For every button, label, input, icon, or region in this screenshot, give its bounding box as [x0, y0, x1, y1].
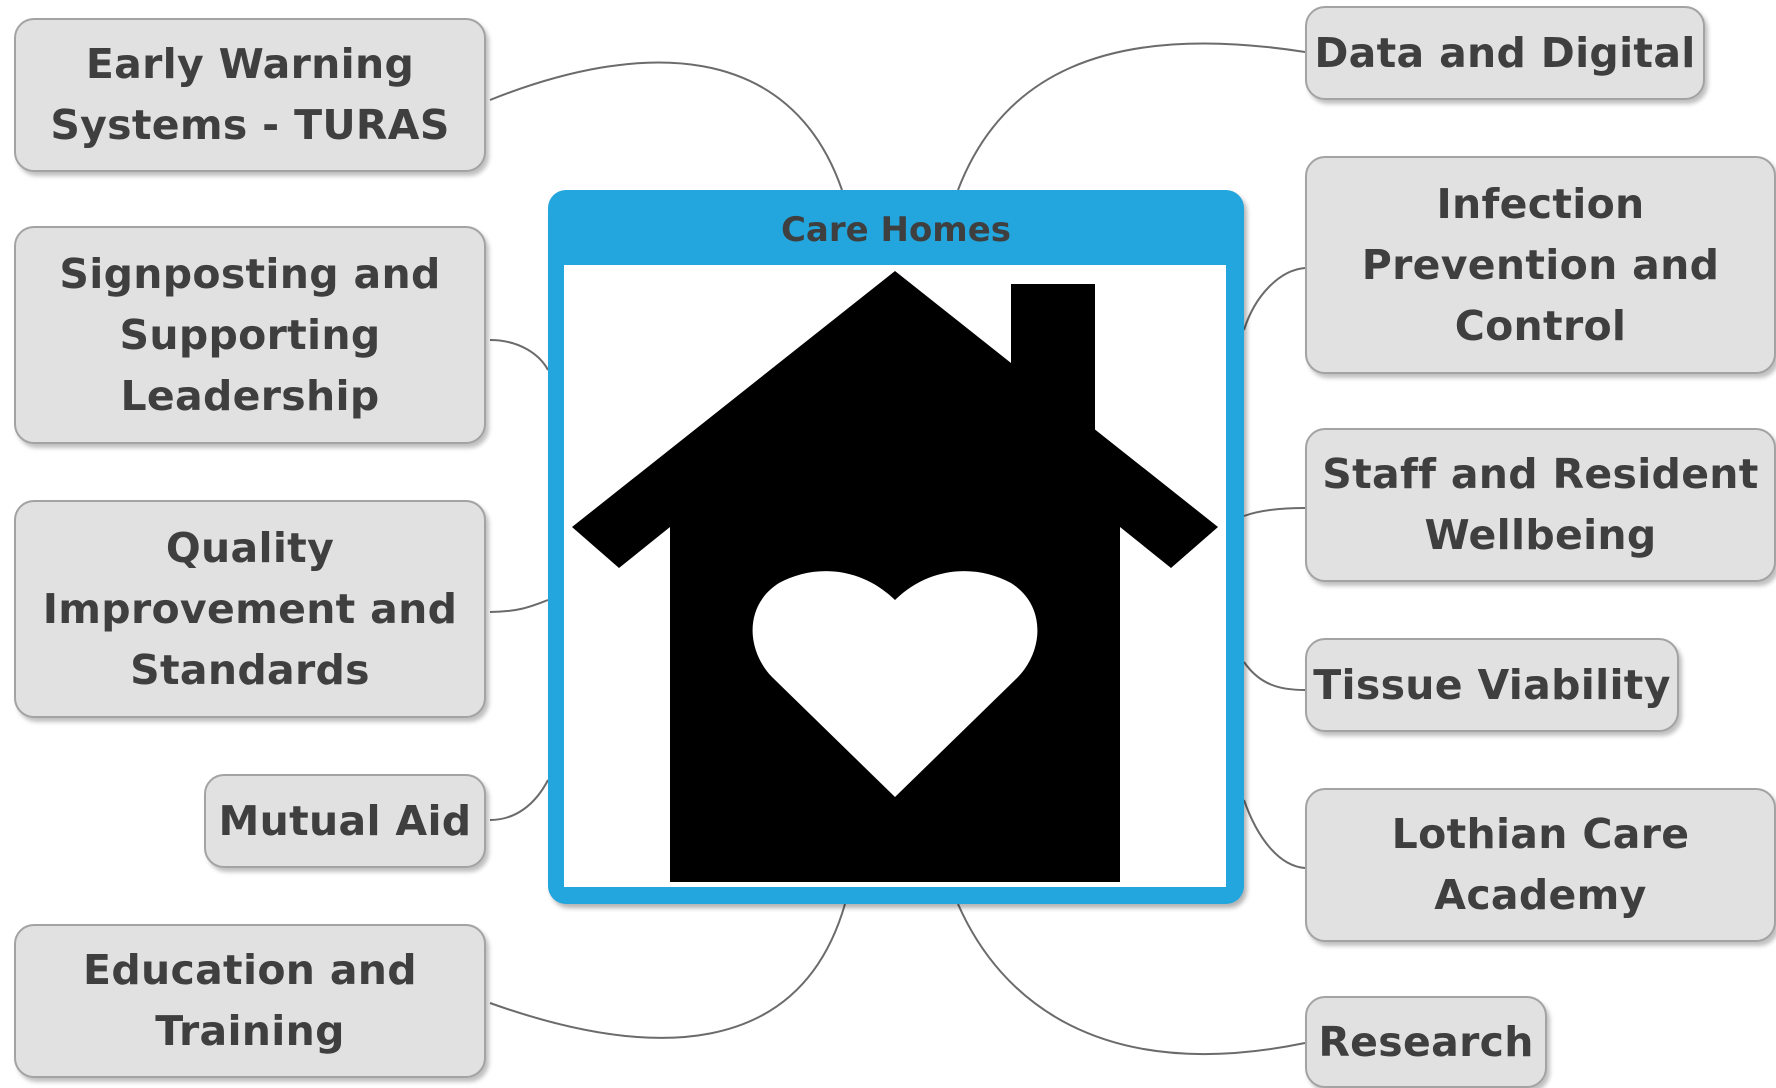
topic-data-and-digital[interactable]: Data and Digital [1305, 6, 1705, 100]
topic-early-warning-systems[interactable]: Early Warning Systems - TURAS [14, 18, 486, 172]
topic-label-line: Control [1454, 301, 1627, 350]
topic-infection-prevention[interactable]: Infection Prevention and Control [1305, 156, 1776, 374]
connector-education [489, 903, 846, 1039]
topic-tissue-viability[interactable]: Tissue Viability [1305, 638, 1679, 732]
topic-label-line: Leadership [120, 371, 380, 420]
connector-signposting [489, 339, 549, 371]
topic-label-line: Lothian Care [1391, 810, 1690, 858]
topic-staff-resident-wellbeing[interactable]: Staff and Resident Wellbeing [1305, 428, 1776, 582]
connector-quality [489, 599, 549, 613]
central-topic-title: Care Homes [780, 210, 1012, 250]
topic-label-line: Quality [165, 523, 335, 572]
topic-label-line: Infection [1436, 179, 1645, 228]
topic-label-line: Tissue Viability [1313, 660, 1671, 709]
connector-data-digital [957, 42, 1306, 191]
topic-label-line: Training [155, 1007, 345, 1055]
topic-label-line: Standards [130, 645, 370, 694]
connector-wellbeing [1243, 507, 1306, 517]
topic-label-line: Improvement and [42, 584, 458, 633]
topic-label-line: Systems - TURAS [50, 101, 450, 149]
topic-research[interactable]: Research [1305, 996, 1547, 1088]
connector-early-warning [489, 61, 843, 191]
topic-label-line: Data and Digital [1314, 28, 1696, 77]
topic-label-line: Research [1318, 1017, 1534, 1066]
topic-label-line: Prevention and [1361, 240, 1720, 289]
connector-infection [1243, 267, 1306, 331]
topic-education-training[interactable]: Education and Training [14, 924, 486, 1078]
connector-mutual-aid [489, 779, 549, 821]
connector-academy [1243, 799, 1306, 869]
topic-label-line: Mutual Aid [218, 796, 472, 845]
central-topic-care-homes[interactable]: Care Homes [548, 190, 1244, 904]
topic-label-line: Supporting [119, 310, 381, 359]
topic-mutual-aid[interactable]: Mutual Aid [204, 774, 486, 868]
topic-signposting-leadership[interactable]: Signposting and Supporting Leadership [14, 226, 486, 444]
topic-label-line: Staff and Resident [1322, 450, 1759, 498]
topic-label-line: Education and [83, 946, 417, 994]
topic-label-line: Academy [1434, 871, 1647, 919]
topic-quality-improvement[interactable]: Quality Improvement and Standards [14, 500, 486, 718]
house-with-heart-icon [564, 265, 1226, 887]
topic-label-line: Early Warning [85, 40, 415, 88]
topic-label-line: Wellbeing [1424, 511, 1657, 559]
connector-research [957, 903, 1306, 1056]
topic-label-line: Signposting and [59, 249, 441, 298]
connector-tissue [1243, 661, 1306, 691]
topic-lothian-care-academy[interactable]: Lothian Care Academy [1305, 788, 1776, 942]
